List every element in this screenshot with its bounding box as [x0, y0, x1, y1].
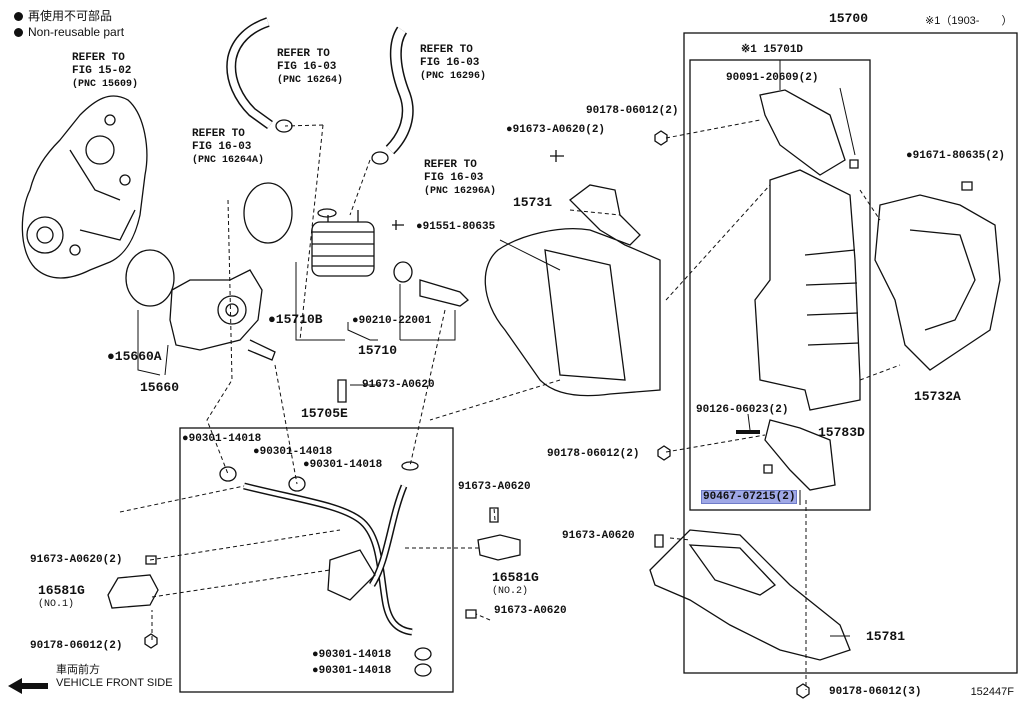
diagram-code: 152447F	[970, 686, 1014, 698]
part-91671-80635[interactable]: ●91671-80635(2)	[906, 150, 1006, 162]
part-90301-14018-c[interactable]: ●90301-14018	[303, 459, 383, 471]
part-91551-80635[interactable]: ●91551-80635	[416, 221, 496, 233]
part-90178-06012-b[interactable]: 90178-06012(2)	[547, 448, 640, 460]
part-90301-14018-b[interactable]: ●90301-14018	[253, 446, 333, 458]
part-number: 16581G	[492, 570, 539, 585]
bracket-15783d	[764, 419, 836, 491]
ref-fig-16-03-16296a[interactable]: REFER TO FIG 16-03 (PNC 16296A)	[424, 159, 496, 198]
part-90467-07215[interactable]: 90467-07215(2)	[700, 490, 798, 504]
water-pump-housing	[21, 95, 148, 279]
part-15660a[interactable]: ●15660A	[107, 349, 162, 364]
part-qualifier: (NO.2)	[492, 586, 529, 597]
part-qualifier: (NO.1)	[38, 599, 75, 610]
ref-line: REFER TO	[192, 128, 245, 140]
ref-line: (PNC 16296)	[420, 71, 487, 82]
clamp-16581g-no1	[107, 574, 159, 609]
part-90091-20609[interactable]: 90091-20609(2)	[726, 72, 819, 84]
hose-16296	[371, 26, 414, 165]
ref-line: (PNC 16264A)	[192, 155, 265, 166]
vehicle-front-label: 車両前方 VEHICLE FRONT SIDE	[56, 664, 173, 690]
bullet-icon	[14, 12, 23, 21]
part-91673-a0620-a[interactable]: ●91673-A0620(2)	[506, 124, 606, 136]
part-15701d[interactable]: ※1 15701D	[741, 44, 804, 56]
part-15783d[interactable]: 15783D	[818, 425, 865, 440]
part-90301-14018-d[interactable]: ●90301-14018	[312, 649, 392, 661]
ref-line: (PNC 16296A)	[424, 186, 497, 197]
front-en: VEHICLE FRONT SIDE	[56, 677, 173, 689]
union-bolt	[419, 279, 469, 307]
part-90178-06012-d[interactable]: 90178-06012(3)	[829, 686, 922, 698]
legend-en-text: Non-reusable part	[28, 25, 125, 39]
part-90301-14018-a[interactable]: ●90301-14018	[182, 433, 262, 445]
bullet-icon	[14, 28, 23, 37]
ref-line: FIG 16-03	[424, 172, 484, 184]
part-90178-06012-c[interactable]: 90178-06012(2)	[30, 640, 123, 652]
ref-fig-15-02[interactable]: REFER TO FIG 15-02 (PNC 15609)	[72, 52, 138, 91]
duct-15732a	[874, 194, 1001, 371]
part-90301-14018-e[interactable]: ●90301-14018	[312, 665, 392, 677]
air-duct-15731	[484, 184, 661, 397]
part-91673-a0620-c[interactable]: 91673-A0620	[458, 481, 531, 493]
legend: 再使用不可部品 Non-reusable part	[14, 8, 124, 40]
intercooler-15701d	[754, 89, 861, 411]
ref-line: REFER TO	[420, 44, 473, 56]
part-15705e[interactable]: 15705E	[301, 406, 348, 421]
ref-fig-16-03-16264[interactable]: REFER TO FIG 16-03 (PNC 16264)	[277, 48, 343, 87]
water-inlet	[169, 269, 276, 361]
part-91673-a0620-e[interactable]: 91673-A0620	[562, 530, 635, 542]
part-15732a[interactable]: 15732A	[914, 389, 961, 404]
part-91673-a0620-d[interactable]: 91673-A0620(2)	[30, 554, 123, 566]
part-90178-06012-a[interactable]: 90178-06012(2)	[586, 105, 679, 117]
part-15781[interactable]: 15781	[866, 629, 906, 644]
part-15710[interactable]: 15710	[358, 343, 398, 358]
ref-line: REFER TO	[277, 48, 330, 60]
legend-en: Non-reusable part	[14, 24, 124, 40]
ref-line: FIG 16-03	[277, 61, 337, 73]
ref-line: REFER TO	[72, 52, 125, 64]
applicability-note: ※1（1903- ）	[925, 15, 1013, 27]
ref-line: FIG 16-03	[192, 141, 252, 153]
ref-line: FIG 16-03	[420, 57, 480, 69]
part-15731[interactable]: 15731	[513, 195, 553, 210]
ref-line: (PNC 15609)	[72, 79, 139, 90]
part-16581g-no2[interactable]: 16581G (NO.2)	[492, 571, 539, 599]
front-jp: 車両前方	[56, 664, 100, 676]
gasket-90210	[393, 261, 413, 283]
part-15660[interactable]: 15660	[140, 380, 180, 395]
o-ring-15710b	[243, 182, 293, 244]
frame-15700	[683, 32, 1018, 674]
frame-15705e	[179, 427, 454, 693]
part-90126-06023[interactable]: 90126-06023(2)	[696, 404, 789, 416]
ref-line: (PNC 16264)	[277, 75, 344, 86]
part-91673-a0620-b[interactable]: 91673-A0620	[362, 379, 435, 391]
water-pipe-15705e	[243, 482, 413, 636]
legend-jp-text: 再使用不可部品	[28, 9, 113, 23]
part-15710b[interactable]: ●15710B	[268, 312, 323, 327]
part-15700[interactable]: 15700	[829, 11, 869, 26]
ref-line: REFER TO	[424, 159, 477, 171]
o-ring-15660a	[125, 249, 175, 307]
duct-15781	[649, 529, 851, 661]
ref-fig-16-03-16296[interactable]: REFER TO FIG 16-03 (PNC 16296)	[420, 44, 486, 83]
part-number: 16581G	[38, 583, 85, 598]
part-91673-a0620-f[interactable]: 91673-A0620	[494, 605, 567, 617]
oil-cooler	[311, 208, 375, 277]
ref-fig-16-03-16264a[interactable]: REFER TO FIG 16-03 (PNC 16264A)	[192, 128, 264, 167]
part-90210-22001[interactable]: ●90210-22001	[352, 315, 432, 327]
ref-line: FIG 15-02	[72, 65, 132, 77]
clamp-16581g-no2	[477, 534, 521, 561]
legend-jp: 再使用不可部品	[14, 8, 124, 24]
vehicle-front-arrow	[8, 678, 48, 694]
part-16581g-no1[interactable]: 16581G (NO.1)	[38, 584, 85, 612]
frame-15701d	[689, 59, 871, 511]
